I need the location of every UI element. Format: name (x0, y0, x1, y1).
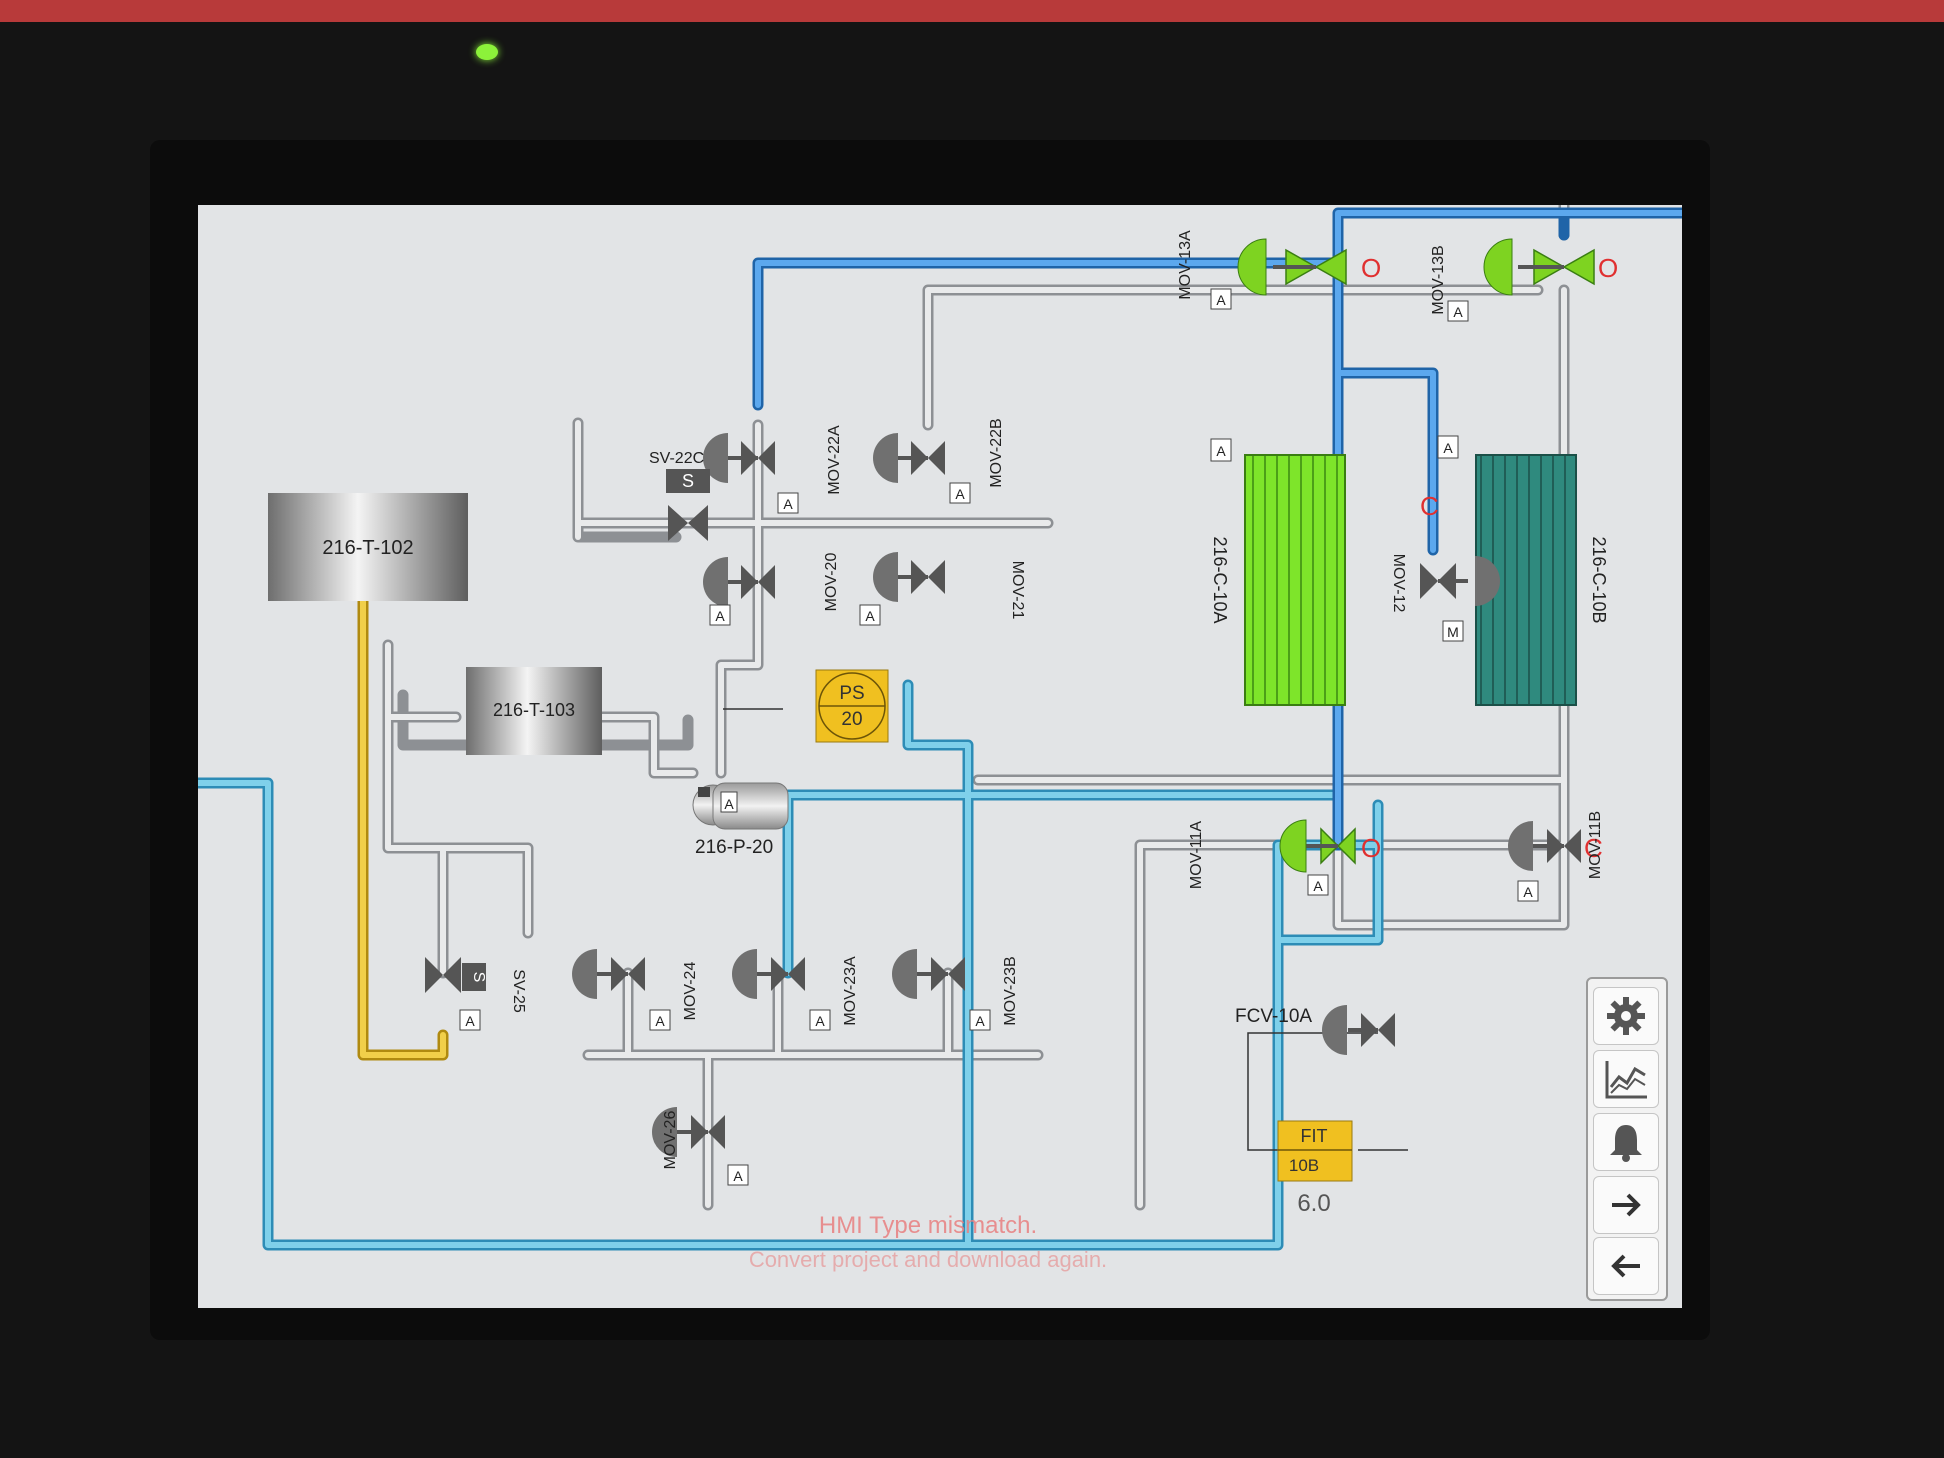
tank-label: 216-T-102 (322, 537, 413, 559)
valve-label: MOV-26 (662, 1111, 679, 1170)
gear-icon (1607, 997, 1645, 1035)
instrument-number: 10B (1289, 1156, 1319, 1175)
mode-indicator: A (655, 1013, 665, 1029)
flow-value: 6.0 (1297, 1190, 1330, 1217)
mode-indicator: A (1453, 304, 1463, 320)
valve-label: MOV-21 (1009, 561, 1026, 620)
bell-icon (1610, 1125, 1642, 1162)
valve-mov-13b[interactable]: O A MOV-13B (1430, 238, 1618, 322)
valve-label: MOV-11B (1587, 811, 1604, 879)
valve-label: MOV-23A (842, 956, 859, 1026)
valve-mov-12[interactable]: C M MOV-12 (1390, 491, 1500, 642)
area-mode-c10b: A (1437, 435, 1459, 459)
valve-label: MOV-22A (826, 425, 843, 495)
valve-mov-11a[interactable]: O A MOV-11A (1188, 819, 1381, 896)
mode-indicator: A (865, 608, 875, 624)
valve-mov-26[interactable]: A MOV-26 (652, 1107, 749, 1186)
settings-button[interactable] (1593, 987, 1659, 1045)
mode-indicator: A (1216, 443, 1226, 459)
valve-label: MOV-24 (682, 962, 699, 1021)
valve-status: C (1420, 491, 1439, 521)
mode-indicator: A (715, 608, 725, 624)
mode-indicator: A (783, 496, 793, 512)
trends-button[interactable] (1593, 1050, 1659, 1108)
valve-label: MOV-11A (1188, 821, 1205, 890)
top-status-bar (0, 0, 1944, 22)
valve-mov-13a[interactable]: O A MOV-13A (1177, 230, 1381, 310)
error-message-line1: HMI Type mismatch. (819, 1212, 1037, 1239)
mode-indicator: A (1523, 884, 1533, 900)
pump-216-p-20[interactable]: A 216-P-20 (692, 782, 789, 858)
valve-label: SV-25 (510, 969, 527, 1013)
valve-mov-24[interactable]: A MOV-24 (572, 949, 699, 1031)
solenoid-indicator: S (682, 471, 694, 491)
valve-fcv-10a[interactable]: FCV-10A (1235, 1005, 1395, 1055)
valve-mov-20[interactable]: A MOV-20 (703, 553, 840, 626)
tank-label: 216-T-103 (493, 700, 575, 720)
instrument-number: 20 (841, 709, 862, 730)
valve-status: O (1598, 253, 1618, 283)
column-216-c-10b[interactable]: 216-C-10B (1475, 454, 1609, 706)
mode-indicator: A (1216, 292, 1226, 308)
alarms-button[interactable] (1593, 1113, 1659, 1171)
instrument-tag: PS (839, 683, 864, 704)
valve-label: MOV-13B (1430, 245, 1447, 314)
pipe-network (198, 205, 1682, 1251)
mode-indicator: A (1443, 440, 1453, 456)
solenoid-indicator: S (470, 972, 487, 983)
mode-indicator: A (1313, 878, 1323, 894)
tank-216-t-103[interactable]: 216-T-103 (466, 667, 602, 755)
valve-mov-23a[interactable]: A MOV-23A (732, 949, 859, 1031)
valve-mov-21[interactable]: A MOV-21 (859, 552, 1026, 626)
navigation-bar (1586, 977, 1668, 1301)
valve-label: MOV-13A (1177, 230, 1194, 300)
pump-label: 216-P-20 (695, 837, 773, 858)
valve-label: FCV-10A (1235, 1006, 1312, 1027)
mode-indicator: A (465, 1013, 475, 1029)
power-led (476, 44, 498, 60)
arrow-left-icon (1611, 1254, 1640, 1278)
valve-mov-22a[interactable]: A MOV-22A (703, 425, 843, 514)
valve-status: O (1361, 253, 1381, 283)
valve-status: C (1584, 833, 1603, 863)
column-216-c-10a[interactable]: 216-C-10A (1210, 454, 1346, 706)
instrument-tag: FIT (1301, 1126, 1328, 1146)
hmi-screen: 216-T-102 216-T-103 A 216-P-20 216-C-10A… (198, 205, 1682, 1308)
next-screen-button[interactable] (1593, 1176, 1659, 1234)
error-message-line2: Convert project and download again. (749, 1247, 1107, 1272)
valve-label: SV-22C (649, 450, 704, 467)
valve-sv-25[interactable]: S A SV-25 (425, 957, 527, 1031)
valve-label: MOV-22B (988, 418, 1005, 487)
column-label: 216-C-10A (1210, 536, 1230, 623)
pressure-switch-ps-20[interactable]: PS 20 (815, 669, 889, 743)
mode-indicator: A (975, 1013, 985, 1029)
mode-indicator: A (733, 1168, 743, 1184)
column-label: 216-C-10B (1589, 536, 1609, 623)
area-mode-c10a: A (1210, 438, 1232, 462)
mode-indicator: A (955, 486, 965, 502)
valve-mov-23b[interactable]: A MOV-23B (892, 949, 1019, 1031)
valve-status: O (1361, 833, 1381, 863)
pump-mode-indicator: A (724, 796, 734, 812)
trend-icon (1605, 1061, 1647, 1099)
mode-indicator: M (1447, 624, 1459, 640)
tank-216-t-102[interactable]: 216-T-102 (268, 493, 468, 601)
valve-label: MOV-23B (1002, 956, 1019, 1025)
arrow-right-icon (1612, 1193, 1641, 1217)
valve-mov-22b[interactable]: A MOV-22B (873, 418, 1005, 504)
mode-indicator: A (815, 1013, 825, 1029)
previous-screen-button[interactable] (1593, 1237, 1659, 1295)
valve-label: MOV-20 (823, 553, 840, 612)
valve-label: MOV-12 (1390, 554, 1407, 613)
flow-indicator-fit-10b[interactable]: FIT 10B 6.0 (1277, 1120, 1353, 1217)
valve-sv-22c[interactable]: SV-22C S (649, 450, 710, 541)
valve-mov-11b[interactable]: C A MOV-11B (1508, 811, 1604, 902)
